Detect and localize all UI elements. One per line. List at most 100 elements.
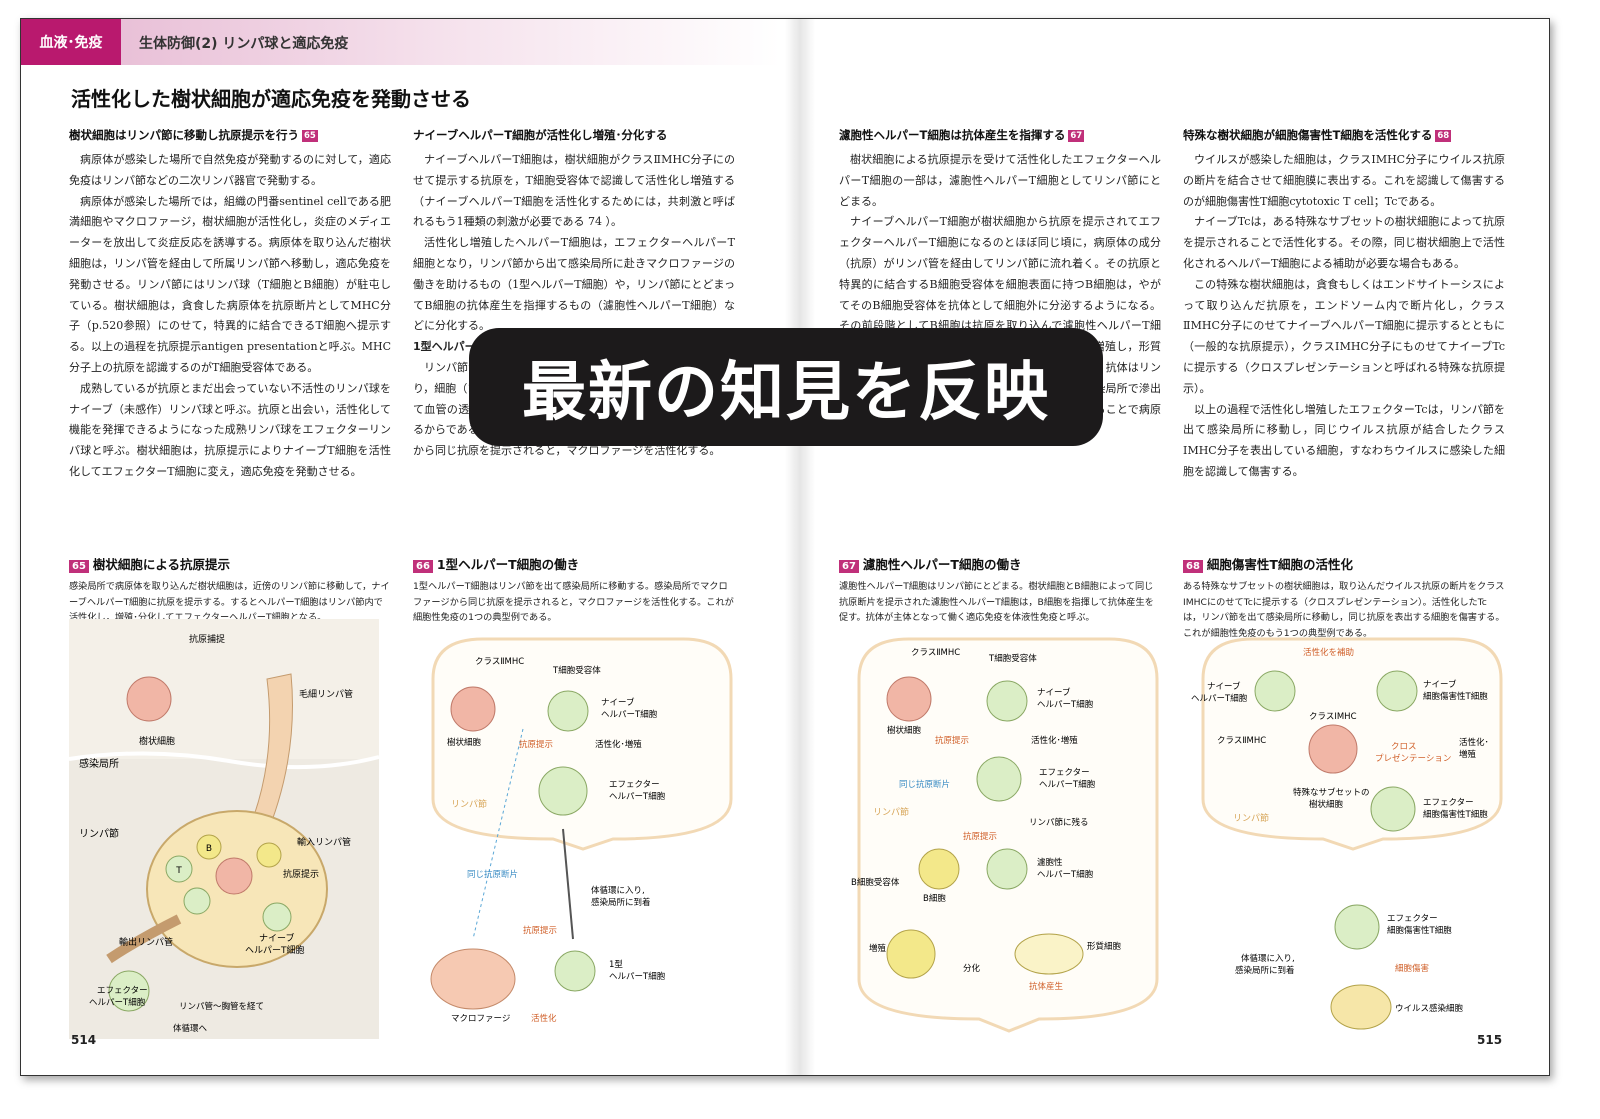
proliferating-b-cells — [886, 929, 936, 979]
label-naive2: ヘルパーT細胞 — [1037, 699, 1094, 710]
label-circ: 体循環へ — [173, 1023, 208, 1034]
dendritic-cell-in-node — [215, 857, 253, 895]
efferent-lymph-vessel — [106, 914, 182, 964]
figure-68-diagram: 活性化を補助 ナイーブ ヘルパーT細胞 ナイーブ 細胞傷害性T細胞 クラスⅠMH… — [1191, 637, 1503, 1030]
figure-66-diagram: クラスⅡMHC T細胞受容体 ナイーブ ヘルパーT細胞 樹状細胞 抗原提示 活性… — [430, 637, 733, 1024]
label-naive-c1: ナイーブ — [1423, 679, 1457, 690]
figure-caption-66: 1型ヘルパーT細胞はリンパ節を出て感染局所に移動する。感染局所でマクロファージか… — [413, 581, 734, 623]
label-plasma: 形質細胞 — [1087, 941, 1122, 952]
effector-tc — [1334, 904, 1380, 950]
naive-helper-t-cell — [547, 690, 589, 732]
effector-helper-t-cell — [108, 970, 150, 1012]
figure-caption-65: 感染局所で病原体を取り込んだ樹状細胞は，近傍のリンパ節に移動して，ナイーブヘルパ… — [69, 581, 390, 623]
figure-caption-67: 濾胞性ヘルパーT細胞はリンパ節にとどまる。樹状細胞とB細胞によって同じ抗原断片を… — [839, 581, 1154, 623]
label-mac: マクロファージ — [451, 1014, 510, 1024]
b-cell — [196, 834, 222, 860]
region-divider — [69, 751, 380, 770]
t-cell — [165, 855, 193, 883]
label-eff1: エフェクター — [1423, 798, 1474, 808]
dendritic-cell — [450, 686, 496, 732]
label-afferent: 輸入リンパ管 — [297, 836, 351, 848]
page-gutter — [785, 19, 815, 1075]
paragraph: 以上の過程で活性化し増殖したエフェクターTcは，リンパ節を出て感染局所に移動し，… — [1183, 402, 1505, 478]
label-circ1: 体循環に入り, — [591, 885, 645, 896]
label-site: 感染局所 — [79, 757, 119, 770]
figure-67-diagram: クラスⅡMHC T細胞受容体 ナイーブ ヘルパーT細胞 樹状細胞 抗原提示 活性… — [851, 637, 1159, 1033]
naive-cytotoxic-t-cell — [1376, 670, 1418, 712]
label-tfh2: ヘルパーT細胞 — [1037, 869, 1094, 880]
label-th1b: ヘルパーT細胞 — [609, 971, 666, 982]
label-circ1: 体循環に入り, — [1241, 953, 1295, 964]
label-node: リンパ節 — [79, 827, 119, 840]
proliferating-tc — [1370, 786, 1416, 832]
label-th1a: 1型 — [609, 960, 623, 970]
paragraph: この特殊な樹状細胞は，貪食もしくはエンドサイトーシスによって取り込んだ抗原を，エ… — [1183, 277, 1505, 395]
label-eff2: ヘルパーT細胞 — [609, 791, 666, 802]
figure-ref-badge[interactable]: 67 — [1068, 129, 1085, 142]
overlay-banner: 最新の知見を反映 — [469, 328, 1103, 446]
section-tab: 血液･免疫 — [21, 19, 121, 65]
label-node: リンパ節 — [1233, 812, 1269, 824]
paragraph: ナイーブTcは，ある特殊なサブセットの樹状細胞によって抗原を提示されることで活性… — [1183, 215, 1505, 270]
label-present2: 抗原提示 — [963, 831, 997, 842]
label-cross2: プレゼンテーション — [1375, 753, 1451, 764]
b-cell — [918, 848, 960, 890]
label-eff2-b: 細胞傷害性T細胞 — [1387, 925, 1452, 936]
naive-helper-t-cell — [262, 902, 292, 932]
naive-helper-t-cell — [986, 680, 1028, 722]
label-efferent: 輸出リンパ管 — [119, 936, 173, 948]
label-naive1: ナイーブ — [259, 932, 294, 944]
label-special2: 樹状細胞 — [1309, 799, 1344, 810]
label-present: 抗原提示 — [935, 735, 969, 746]
label-tfh1: 濾胞性 — [1037, 857, 1063, 868]
label-ab: 抗体産生 — [1029, 981, 1064, 992]
plasma-cell — [1014, 933, 1084, 975]
label-capillary: 毛細リンパ管 — [299, 688, 353, 700]
paragraph: 病原体が感染した場所で自然免疫が発動するのに対して，適応免疫はリンパ節などの二次… — [69, 153, 391, 187]
th1-cell — [554, 950, 596, 992]
paragraph: 樹状細胞による抗原提示を受けて活性化したエフェクターヘルパーT細胞の一部は，濾胞… — [839, 153, 1161, 208]
label-act2: 増殖 — [1459, 749, 1477, 760]
label-help: 活性化を補助 — [1303, 647, 1354, 658]
figure-ref-badge[interactable]: 65 — [302, 129, 318, 142]
paragraph: 成熟しているが抗原とまだ出会っていない不活性のリンパ球をナイーブ（未感作）リンパ… — [69, 381, 391, 478]
lymph-node-outline — [857, 637, 1159, 1033]
label-activate: 活性化 — [531, 1013, 557, 1024]
paragraph: 活性化し増殖したヘルパーT細胞は，エフェクターヘルパーT細胞となり，リンパ節から… — [413, 236, 735, 333]
label-mhc2: クラスⅡMHC — [1217, 736, 1266, 746]
label-eff2: ヘルパーT細胞 — [89, 997, 146, 1008]
label-naive-h1: ナイーブ — [1207, 681, 1241, 692]
label-dendritic: 樹状細胞 — [887, 725, 922, 736]
label-node: リンパ節 — [451, 798, 487, 810]
label-naive1: ナイーブ — [1037, 687, 1071, 698]
label-naive1: ナイーブ — [601, 697, 635, 708]
header-band — [21, 19, 781, 65]
label-kill: 細胞傷害 — [1395, 963, 1429, 974]
label-present: 抗原提示 — [519, 739, 553, 750]
label-act: 活性化･増殖 — [1031, 735, 1078, 746]
label-circ2: 感染局所に到着 — [1235, 965, 1295, 976]
page-number-right: 515 — [1477, 1033, 1503, 1047]
label-act1: 活性化･ — [1459, 737, 1489, 748]
label-tcr: T細胞受容体 — [988, 653, 1037, 664]
tfh-cell — [986, 848, 1028, 890]
label-naive2: ヘルパーT細胞 — [245, 944, 305, 956]
special-dendritic-cell — [1308, 724, 1358, 774]
lymph-node-outline — [431, 637, 733, 851]
label-eff1-b: エフェクター — [1387, 914, 1438, 924]
label-bcr: B細胞受容体 — [851, 877, 900, 888]
figure-ref-badge[interactable]: 68 — [1435, 129, 1452, 142]
label-eff2: ヘルパーT細胞 — [1039, 779, 1096, 790]
dendritic-cell — [126, 676, 172, 722]
label-duct: リンパ管～胸管を経て — [179, 1001, 264, 1012]
page-number-left: 514 — [71, 1033, 97, 1047]
